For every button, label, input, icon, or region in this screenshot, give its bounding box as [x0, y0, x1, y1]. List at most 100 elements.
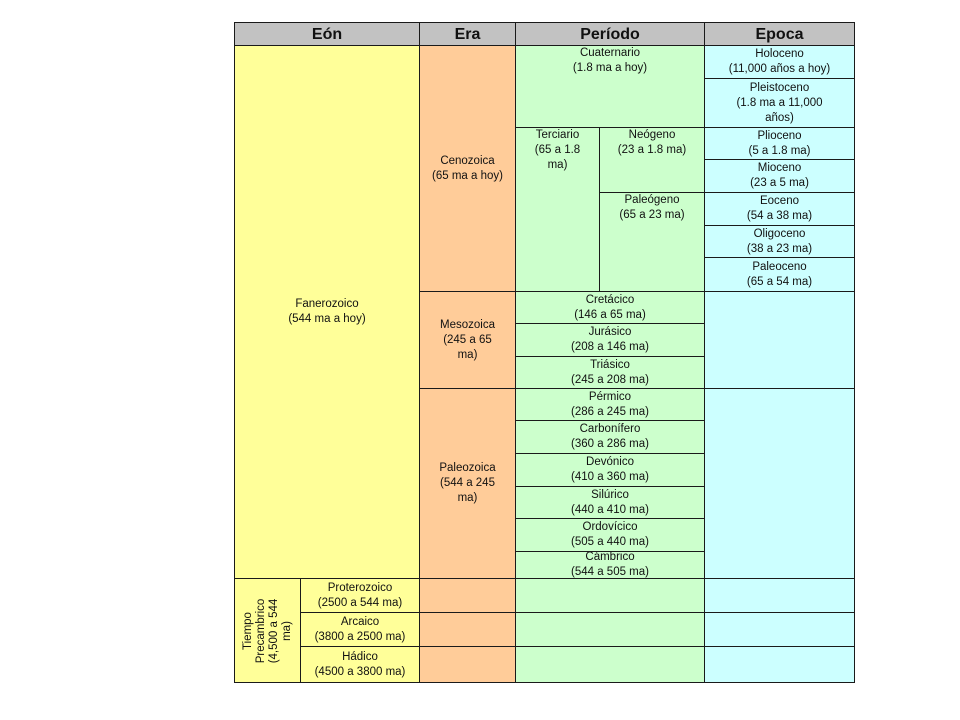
eon-precambrico: Tiempo Precambrico (4,500 a 544 ma): [234, 578, 301, 683]
epoch-name: Plioceno: [757, 129, 802, 142]
era-mesozoica: Mesozoica (245 a 65 ma): [419, 291, 516, 389]
period-cuaternario: Cuaternario (1.8 ma a hoy): [515, 45, 705, 128]
period-empty-cell: [515, 612, 705, 647]
period-range: (65 a 1.8: [534, 144, 581, 156]
era-proterozoico: Proterozoico (2500 a 544 ma): [300, 578, 420, 613]
epoch-empty-cell: [704, 291, 855, 389]
eon-name: Fanerozoico: [295, 298, 359, 310]
epoch-paleoceno: Paleoceno (65 a 54 ma): [704, 257, 855, 292]
eon-fanerozoico: Fanerozoico (544 ma a hoy): [234, 45, 420, 579]
period-range: (1.8 ma a hoy): [572, 62, 648, 74]
epoch-range: (38 a 23 ma): [746, 242, 813, 255]
era-range: ma): [457, 348, 478, 361]
period-cretacico: Cretácico (146 a 65 ma): [515, 291, 705, 324]
era-empty-cell: [419, 646, 516, 683]
period-name: Devónico: [586, 456, 634, 468]
eon-precambrico-line4: ma): [280, 620, 293, 641]
era-range: ma): [457, 492, 478, 504]
period-name: Carbonífero: [579, 423, 641, 435]
header-eon: Eón: [234, 22, 420, 46]
epoch-mioceno: Mioceno (23 a 5 ma): [704, 159, 855, 193]
period-name: Silúrico: [591, 488, 629, 501]
period-range: ma): [547, 159, 568, 171]
period-ordovicico: Ordovícico (505 a 440 ma): [515, 518, 705, 552]
epoch-empty-cell: [704, 612, 855, 647]
period-jurasico: Jurásico (208 a 146 ma): [515, 323, 705, 357]
period-name: Ordovícico: [582, 521, 638, 533]
period-range: (360 a 286 ma): [571, 438, 649, 450]
period-terciario: Terciario (65 a 1.8 ma): [515, 127, 600, 292]
period-permico: Pérmico(286 a 245 ma): [515, 388, 705, 421]
period-empty-cell: [515, 646, 705, 683]
era-cenozoica: Cenozoica (65 ma a hoy): [419, 45, 516, 292]
epoch-holoceno: Holoceno (11,000 años a hoy): [704, 45, 855, 79]
epoch-range: (54 a 38 ma): [746, 210, 813, 222]
period-paleogeno: Paleógeno (65 a 23 ma): [599, 192, 705, 292]
period-empty-cell: [515, 578, 705, 613]
eon-precambrico-line1: Tiempo: [241, 611, 254, 650]
period-range: (245 a 208 ma): [571, 373, 649, 386]
period-cambrico: Cámbrico (544 a 505 ma): [515, 551, 705, 579]
epoch-oligoceno: Oligoceno (38 a 23 ma): [704, 225, 855, 258]
period-name: Cretácico: [585, 293, 635, 306]
era-range: (4500 a 3800 ma): [314, 665, 406, 678]
header-epoca: Epoca: [704, 22, 855, 46]
geologic-time-table: Eón Era Período Epoca Fanerozoico (544 m…: [234, 22, 855, 683]
epoch-plioceno: Plioceno (5 a 1.8 ma): [704, 127, 855, 160]
era-range: (544 a 245: [439, 477, 495, 489]
eon-range: (544 ma a hoy): [288, 313, 366, 325]
period-range: (65 a 23 ma): [619, 209, 685, 221]
era-name: Arcaico: [340, 615, 380, 628]
era-range: (65 ma a hoy): [432, 169, 503, 182]
period-range: (440 a 410 ma): [571, 503, 649, 516]
era-empty-cell: [419, 578, 516, 613]
epoch-range: (11,000 años a hoy): [728, 63, 831, 75]
epoch-range: (23 a 5 ma): [750, 177, 809, 189]
period-range: (23 a 1.8 ma): [617, 144, 687, 156]
era-name: Hádico: [342, 650, 378, 663]
era-range: (245 a 65: [443, 333, 492, 346]
era-range: (2500 a 544 ma): [317, 596, 403, 609]
epoch-name: Eoceno: [759, 195, 799, 207]
epoch-range: (65 a 54 ma): [746, 275, 813, 288]
epoch-empty-cell: [704, 578, 855, 613]
era-arcaico: Arcaico (3800 a 2500 ma): [300, 612, 420, 647]
period-triasico: Triásico (245 a 208 ma): [515, 356, 705, 389]
era-hadico: Hádico (4500 a 3800 ma): [300, 646, 420, 683]
period-range: (505 a 440 ma): [571, 536, 649, 548]
period-name: Paleógeno: [624, 194, 680, 206]
eon-precambrico-line2: Precambrico: [254, 598, 267, 663]
epoch-eoceno: Eoceno (54 a 38 ma): [704, 192, 855, 226]
period-range: (410 a 360 ma): [571, 471, 649, 483]
period-name: Cámbrico: [585, 551, 635, 563]
epoch-range: (1.8 ma a 11,000: [736, 96, 823, 109]
epoch-name: Holoceno: [755, 48, 804, 60]
period-devonico: Devónico (410 a 360 ma): [515, 453, 705, 487]
era-name: Paleozoica: [439, 462, 496, 474]
period-range: (208 a 146 ma): [571, 341, 649, 353]
era-name: Mesozoica: [440, 318, 495, 331]
period-range: (146 a 65 ma): [574, 308, 646, 321]
period-name: Jurásico: [588, 326, 632, 338]
epoch-name: Paleoceno: [752, 260, 807, 273]
era-name: Cenozoica: [440, 154, 495, 167]
epoch-empty-cell: [704, 388, 855, 579]
eon-precambrico-label: Tiempo Precambrico (4,500 a 544 ma): [242, 583, 294, 679]
period-silurico: Silúrico (440 a 410 ma): [515, 486, 705, 519]
epoch-name: Oligoceno: [753, 227, 806, 240]
epoch-range: (5 a 1.8 ma): [748, 144, 811, 157]
period-name: Cuaternario: [579, 47, 641, 59]
eon-precambrico-line3: (4,500 a 544: [267, 598, 280, 663]
period-name: Terciario: [535, 129, 580, 141]
period-range: (286 a 245 ma): [571, 405, 649, 418]
era-name: Proterozoico: [327, 581, 393, 594]
period-carbonifero: Carbonífero (360 a 286 ma): [515, 420, 705, 454]
epoch-range: años): [765, 111, 794, 124]
era-paleozoica: Paleozoica (544 a 245 ma): [419, 388, 516, 579]
period-name: Triásico: [590, 358, 630, 371]
epoch-name: Mioceno: [757, 162, 802, 174]
period-range: (544 a 505 ma): [571, 566, 649, 578]
header-era: Era: [419, 22, 516, 46]
header-periodo: Período: [515, 22, 705, 46]
